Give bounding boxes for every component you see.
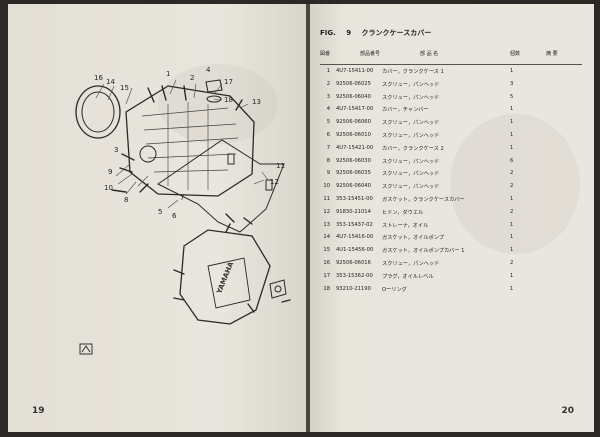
crankcase-cover-lower [179, 229, 271, 325]
parts-table-header: 図番 部品番号 部 品 名 個数 摘 要 [320, 46, 582, 65]
screw [147, 87, 155, 103]
screw [281, 299, 291, 303]
dowel-pin [227, 153, 235, 165]
book-spine [306, 4, 312, 432]
header-part-no: 部品番号 [360, 51, 381, 57]
callout-13: 13 [252, 98, 261, 106]
crankcase-cover-gasket [157, 139, 285, 233]
screw [173, 297, 185, 301]
header-remarks: 摘 要 [546, 51, 558, 57]
page-number-right: 20 [561, 406, 574, 416]
cover-emblem: YAMAHA [215, 260, 236, 296]
screw [183, 85, 187, 101]
strainer-hole [274, 285, 282, 293]
chapter-icon [79, 343, 93, 355]
crankcase-cover-main [125, 85, 255, 197]
left-page: 16 14 15 1 2 4 17 18 13 11 12 10 9 8 7 3… [8, 4, 308, 432]
screw [243, 217, 253, 225]
screw [111, 189, 127, 193]
callout-9: 9 [108, 168, 112, 176]
dowel-pin [265, 179, 273, 191]
callout-5: 5 [158, 208, 162, 216]
figure-title: FIG. 9 クランクケースカバー [320, 28, 439, 38]
callout-11: 11 [276, 162, 285, 170]
screw [173, 269, 185, 275]
exploded-parts-diagram: 16 14 15 1 2 4 17 18 13 11 12 10 9 8 7 3… [75, 66, 291, 355]
callout-7: 7 [180, 194, 184, 202]
manual-spread: 16 14 15 1 2 4 17 18 13 11 12 10 9 8 7 3… [8, 4, 594, 432]
callout-12: 12 [270, 178, 279, 186]
page-stain [158, 64, 278, 144]
screw [161, 85, 167, 101]
callout-2: 2 [190, 74, 194, 82]
o-ring [206, 95, 222, 103]
screw [235, 99, 243, 111]
callout-17: 17 [224, 78, 233, 86]
figure-name: クランクケースカバー [361, 29, 432, 37]
screw [247, 303, 255, 313]
screw [139, 183, 149, 193]
page-stain [450, 114, 580, 254]
callout-3: 3 [114, 146, 118, 154]
callout-15: 15 [120, 84, 129, 92]
callout-8: 8 [124, 196, 128, 204]
leader-lines [95, 79, 269, 209]
right-page: FIG. 9 クランクケースカバー 図番 部品番号 部 品 名 個数 摘 要 1… [310, 4, 594, 432]
page-number-left: 19 [32, 406, 45, 416]
lower-cover-emblem-band [207, 257, 251, 309]
crankcase-cover-cells [167, 102, 209, 190]
callout-4: 4 [206, 66, 211, 74]
header-no: 図番 [320, 51, 331, 57]
strainer [269, 279, 287, 299]
pump-gasket-ring [75, 85, 121, 139]
callout-18: 18 [224, 96, 233, 104]
screw [119, 167, 133, 173]
figure-label: FIG. [320, 29, 336, 37]
figure-number: 9 [346, 29, 352, 37]
cover-boss [139, 145, 157, 163]
screw [121, 153, 135, 161]
crankcase-cover-ribs [141, 107, 239, 173]
screw [225, 213, 235, 223]
screw [225, 223, 231, 233]
header-qty: 個数 [510, 51, 521, 57]
pump-gasket-inner [81, 91, 115, 133]
header-name: 部 品 名 [420, 51, 439, 57]
callout-1: 1 [166, 70, 170, 78]
callout-14: 14 [106, 78, 115, 86]
callout-10: 10 [104, 184, 113, 192]
callout-16: 16 [94, 74, 103, 82]
oil-level-plug [205, 79, 223, 93]
callout-6: 6 [172, 212, 177, 220]
